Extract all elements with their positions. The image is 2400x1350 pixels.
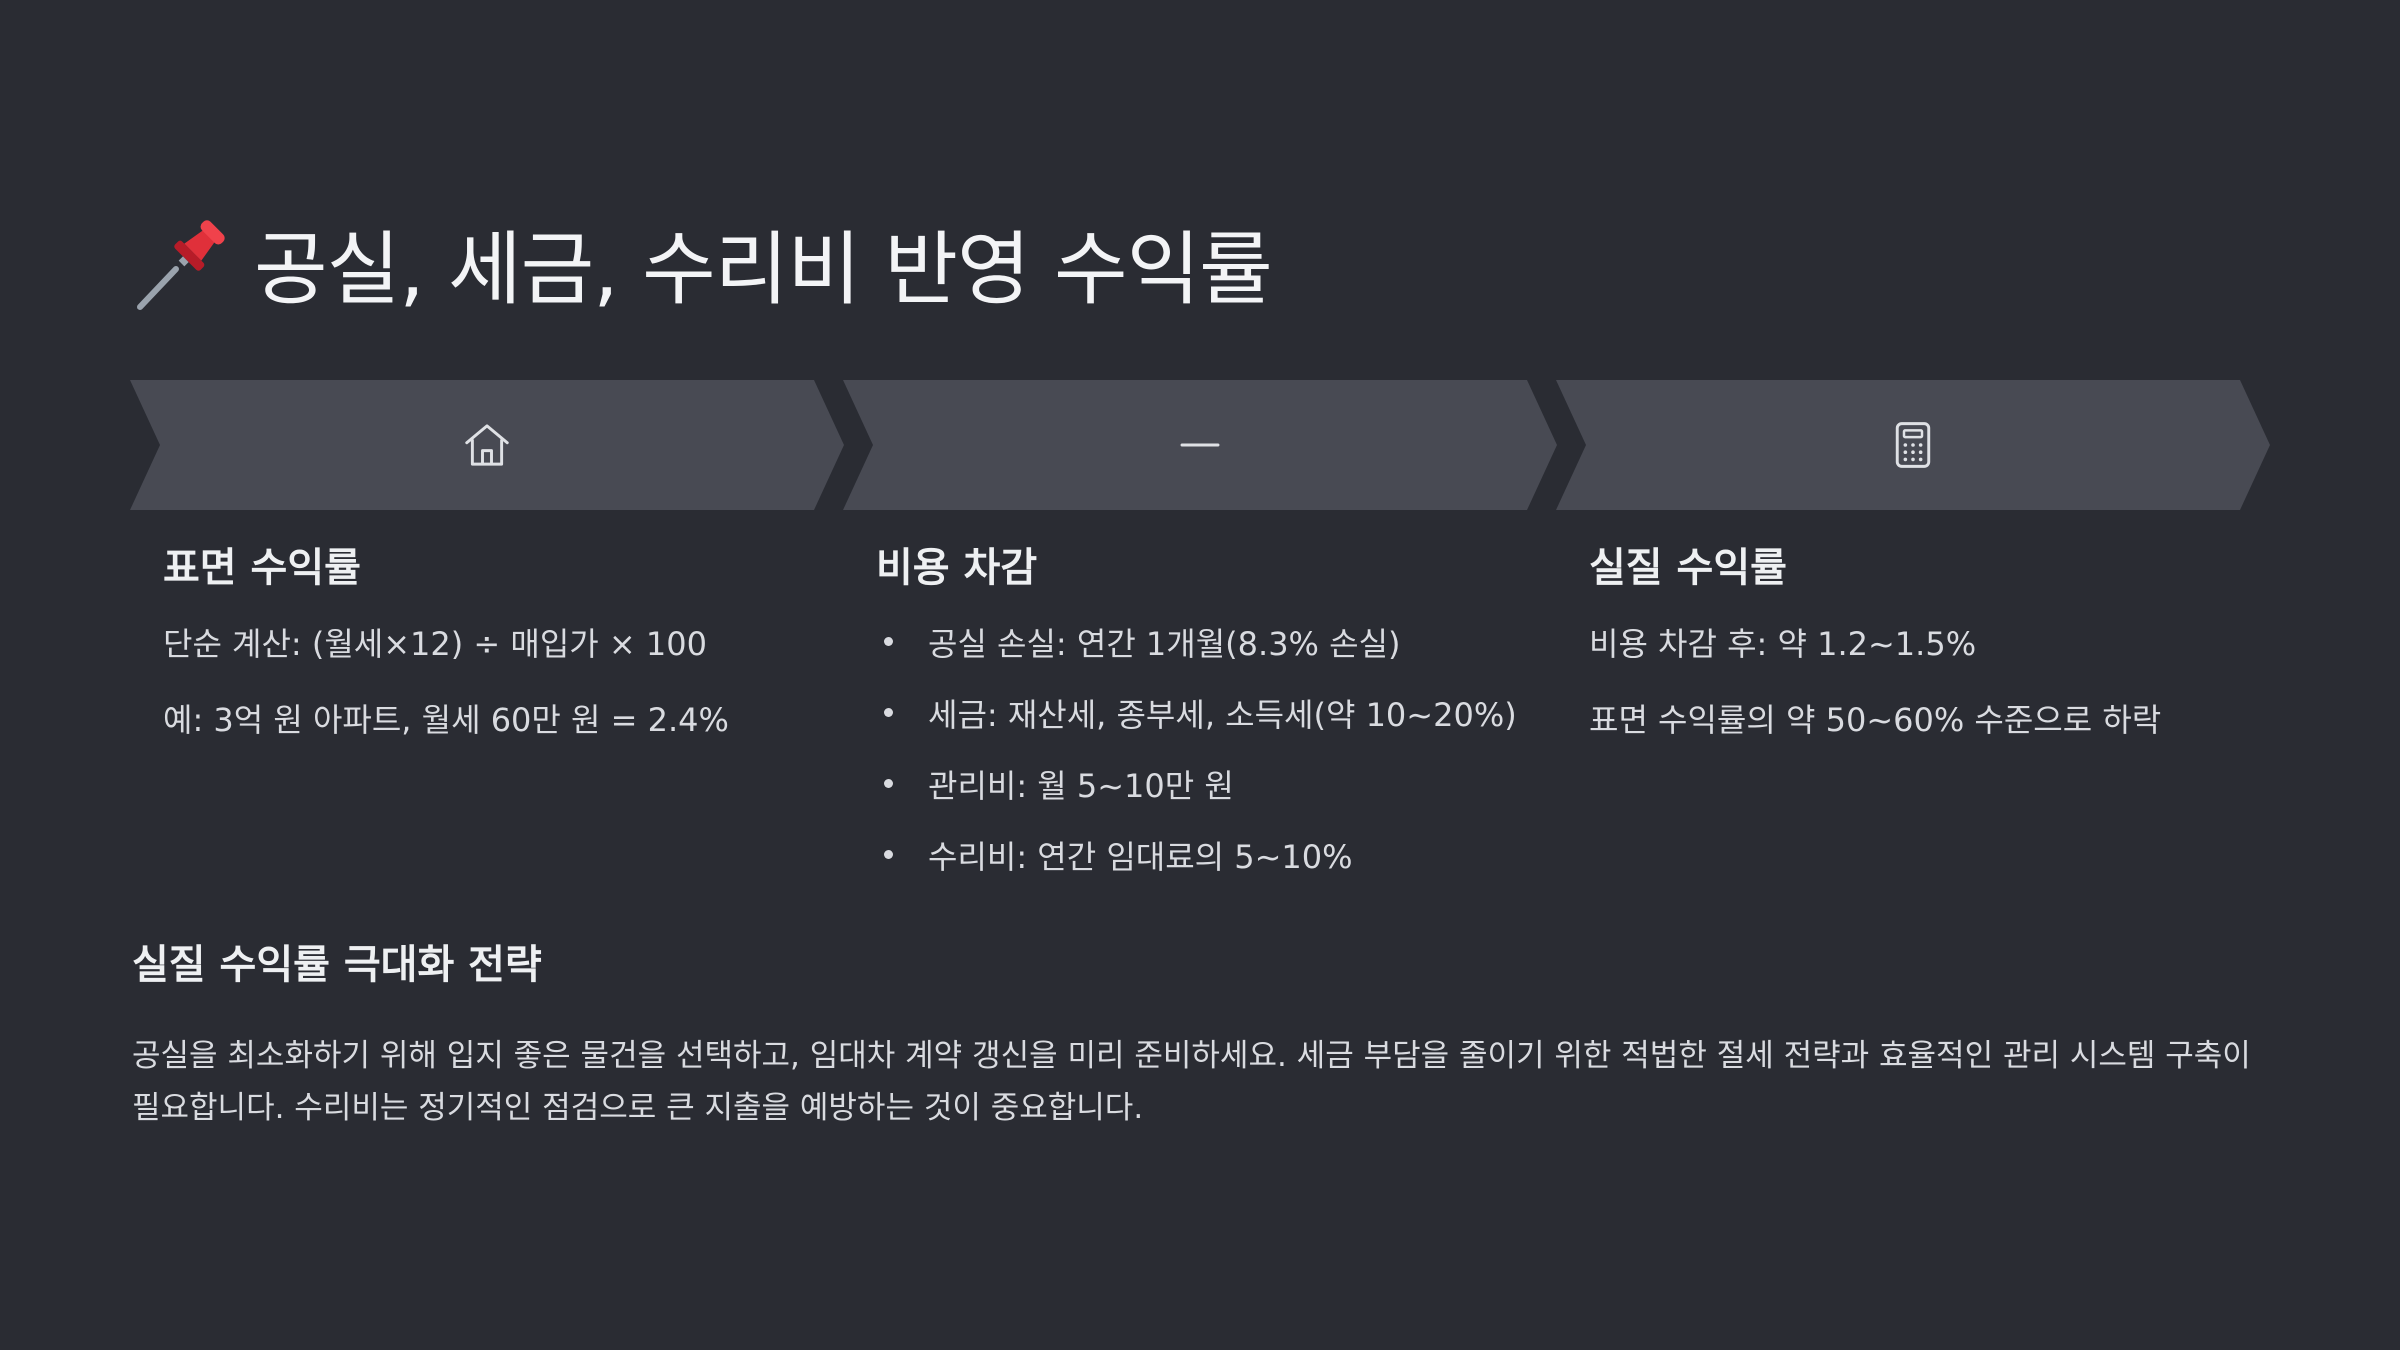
chevron-step-3 bbox=[1556, 380, 2270, 510]
list-item: 세금: 재산세, 종부세, 소득세(약 10~20%) bbox=[876, 690, 1556, 736]
pushpin-icon bbox=[137, 220, 225, 310]
step-column-real-yield: 실질 수익률 비용 차감 후: 약 1.2~1.5% 표면 수익률의 약 50~… bbox=[1589, 535, 2269, 771]
chevron-shape bbox=[130, 380, 844, 510]
chevron-step-2 bbox=[843, 380, 1557, 510]
step-column-surface-yield: 표면 수익률 단순 계산: (월세×12) ÷ 매입가 × 100 예: 3억 … bbox=[163, 535, 843, 771]
step-heading: 비용 차감 bbox=[876, 545, 1038, 591]
step-text: 비용 차감 후: 약 1.2~1.5% bbox=[1589, 625, 1977, 663]
page-title: 공실, 세금, 수리비 반영 수익률 bbox=[254, 223, 1273, 316]
list-item: 관리비: 월 5~10만 원 bbox=[876, 761, 1556, 807]
strategy-body: 공실을 최소화하기 위해 입지 좋은 물건을 선택하고, 임대차 계약 갱신을 … bbox=[132, 1038, 2251, 1126]
step-text: 표면 수익률의 약 50~60% 수준으로 하락 bbox=[1589, 701, 2162, 739]
process-chevrons bbox=[130, 380, 2270, 510]
step-heading: 실질 수익률 bbox=[1589, 545, 1787, 591]
list-item: 수리비: 연간 임대료의 5~10% bbox=[876, 832, 1556, 878]
step-column-cost-deduction: 비용 차감 공실 손실: 연간 1개월(8.3% 손실) 세금: 재산세, 종부… bbox=[876, 535, 1556, 903]
step-text: 단순 계산: (월세×12) ÷ 매입가 × 100 bbox=[163, 625, 707, 663]
title-row: 공실, 세금, 수리비 반영 수익률 bbox=[132, 208, 1273, 318]
strategy-heading: 실질 수익률 극대화 전략 bbox=[132, 942, 542, 988]
chevron-step-1 bbox=[130, 380, 844, 510]
list-item: 공실 손실: 연간 1개월(8.3% 손실) bbox=[876, 619, 1556, 665]
house-icon bbox=[465, 424, 509, 466]
minus-icon bbox=[1180, 443, 1220, 447]
cost-list: 공실 손실: 연간 1개월(8.3% 손실) 세금: 재산세, 종부세, 소득세… bbox=[876, 619, 1556, 878]
step-heading: 표면 수익률 bbox=[163, 545, 361, 591]
calculator-icon bbox=[1895, 422, 1931, 468]
step-text: 예: 3억 원 아파트, 월세 60만 원 = 2.4% bbox=[163, 701, 729, 739]
